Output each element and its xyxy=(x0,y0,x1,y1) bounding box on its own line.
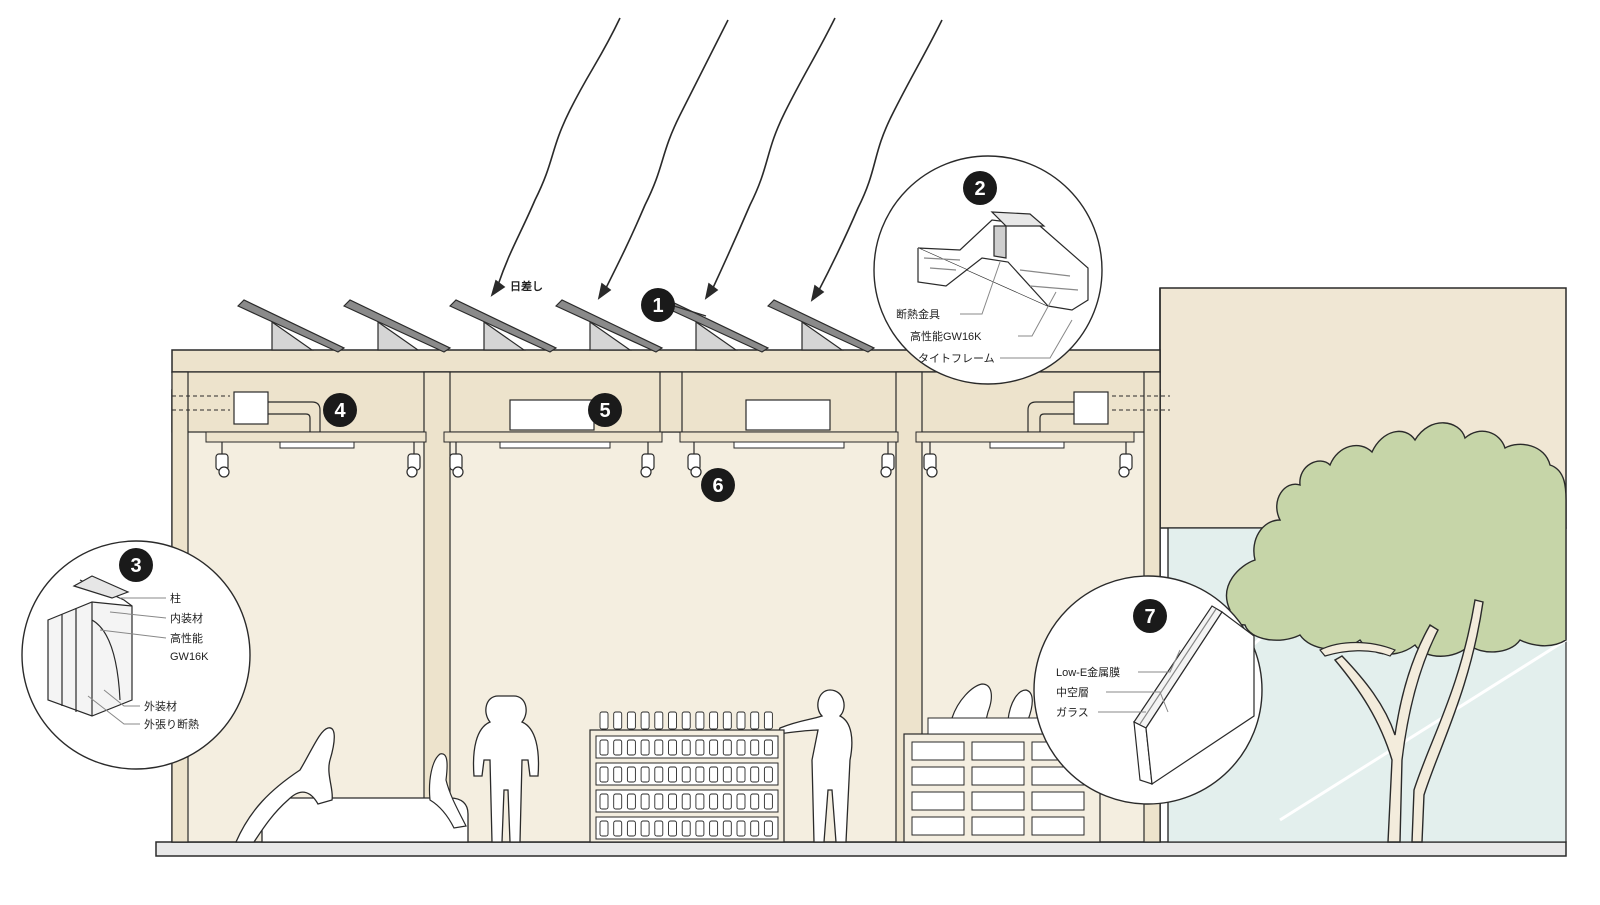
solar-panel xyxy=(448,299,558,353)
tree-trunk-2 xyxy=(1411,599,1484,843)
spotlight-icon xyxy=(1118,442,1133,478)
ground-slab xyxy=(155,841,1567,857)
spotlight-icon xyxy=(406,442,421,478)
marker-5: 5 xyxy=(588,393,622,427)
glass-detail-drawing xyxy=(1133,605,1255,786)
spotlight-icon xyxy=(640,442,655,478)
person-1 xyxy=(472,695,540,843)
detail3-label-3: 高性能 xyxy=(170,631,203,645)
bottle-shelf xyxy=(589,711,785,843)
marker-3: 3 xyxy=(119,548,153,582)
solar-panel xyxy=(342,299,452,353)
marker-4: 4 xyxy=(323,393,357,427)
detail-callout-7: Low-E金属膜 中空層 ガラス xyxy=(1033,575,1263,805)
sofa xyxy=(235,727,469,843)
svg-text:3: 3 xyxy=(130,555,141,577)
detail2-label-1: 断熱金具 xyxy=(896,307,940,321)
spotlight-icon xyxy=(687,442,702,478)
solar-panels xyxy=(236,299,876,353)
arrowhead-3 xyxy=(704,282,719,300)
solar-panel xyxy=(236,299,346,353)
wall-detail-drawing xyxy=(47,575,133,717)
detail7-label-2: 中空層 xyxy=(1056,685,1089,699)
detail-callout-2: 断熱金具 高性能GW16K タイトフレーム xyxy=(873,155,1103,385)
marker-2: 2 xyxy=(963,171,997,205)
spotlight-icon xyxy=(215,442,230,478)
svg-text:2: 2 xyxy=(974,178,985,200)
detail7-leaders xyxy=(1098,649,1181,713)
person-2 xyxy=(777,689,853,843)
sun-ray-4 xyxy=(817,19,943,293)
svg-text:5: 5 xyxy=(599,400,610,422)
detail2-label-3: タイトフレーム xyxy=(918,352,995,365)
svg-text:6: 6 xyxy=(712,475,723,497)
svg-text:4: 4 xyxy=(334,400,346,422)
roof-detail-drawing xyxy=(917,211,1089,311)
detail3-label-2: 内装材 xyxy=(170,611,203,625)
arrowhead-2 xyxy=(597,282,612,300)
ac-unit-center-2 xyxy=(745,399,831,431)
detail2-leaders xyxy=(960,261,1073,359)
person-3 xyxy=(951,683,1033,721)
arrowhead-4 xyxy=(810,284,825,302)
detail7-label-1: Low-E金属膜 xyxy=(1056,665,1120,679)
svg-text:7: 7 xyxy=(1144,606,1155,628)
sun-label: 日差し xyxy=(510,279,543,293)
marker-1: 1 xyxy=(641,288,675,322)
duct-unit-right xyxy=(1073,391,1109,425)
sun-ray-3 xyxy=(711,17,836,291)
detail3-label-4: GW16K xyxy=(170,651,209,663)
callout-circle-3 xyxy=(21,540,251,770)
duct-left xyxy=(268,401,321,432)
tree-branch xyxy=(1319,641,1396,657)
spotlight-icon xyxy=(880,442,895,478)
arrowhead-1 xyxy=(490,279,506,297)
duct-unit-left xyxy=(233,391,269,425)
detail2-label-2: 高性能GW16K xyxy=(910,329,982,343)
tree-trunk-1 xyxy=(1333,624,1439,843)
solar-panel xyxy=(766,299,876,353)
duct-right xyxy=(1027,401,1074,432)
svg-text:1: 1 xyxy=(652,295,663,317)
main-building xyxy=(171,349,1170,843)
detail3-label-6: 外張り断熱 xyxy=(144,717,199,731)
spotlight-icon xyxy=(449,442,464,478)
solar-panel xyxy=(554,299,664,353)
column-3 xyxy=(659,371,683,433)
marker-7: 7 xyxy=(1133,599,1167,633)
sunlight-arrows xyxy=(490,17,943,302)
marker-6: 6 xyxy=(701,468,735,502)
detail3-label-5: 外装材 xyxy=(144,699,177,713)
spotlights xyxy=(215,442,1133,478)
detail7-label-3: ガラス xyxy=(1056,706,1089,719)
detail3-label-1: 柱 xyxy=(170,591,181,605)
sun-ray-2 xyxy=(604,19,729,291)
number-markers: 1 2 3 4 5 6 7 xyxy=(119,171,1167,633)
ac-unit-center-1 xyxy=(509,399,595,431)
tree xyxy=(1225,422,1567,843)
spotlight-icon xyxy=(923,442,938,478)
detail-callout-3: 柱 内装材 高性能 GW16K 外装材 外張り断熱 xyxy=(21,540,251,770)
detail3-leaders xyxy=(87,597,167,725)
sun-ray-1 xyxy=(497,17,621,286)
